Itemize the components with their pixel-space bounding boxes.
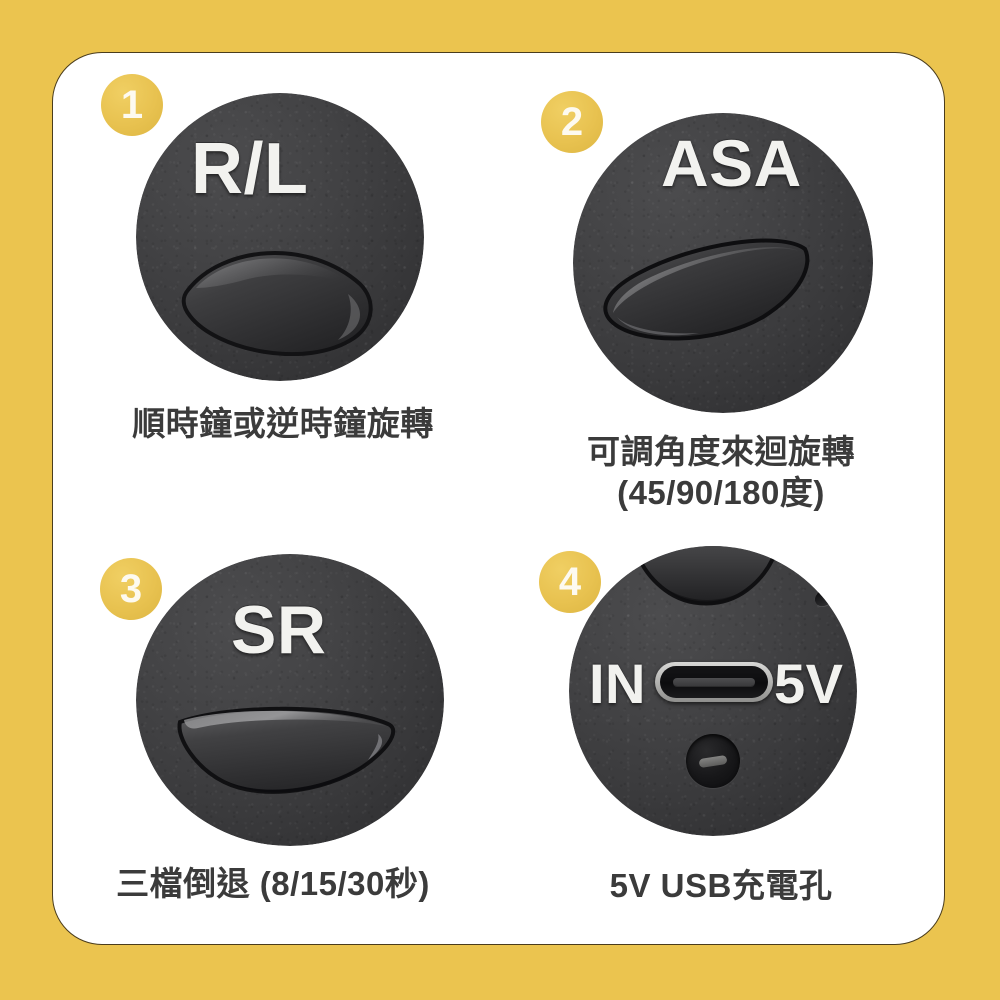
feature-3-photo: SR (136, 554, 444, 846)
rocker-switch-icon (172, 702, 402, 812)
engraved-label-sr: SR (231, 592, 327, 668)
engraved-label-rl: R/L (191, 129, 309, 209)
feature-3-caption: 三檔倒退 (8/15/30秒) (63, 863, 483, 904)
feature-2-badge: 2 (541, 91, 603, 153)
feature-2-photo: ASA (573, 113, 873, 413)
rocker-switch-icon (595, 225, 823, 343)
screw-slot (698, 754, 728, 768)
feature-1-caption: 順時鐘或逆時鐘旋轉 (83, 403, 483, 444)
feature-2-caption: 可調角度來迴旋轉 (45/90/180度) (511, 431, 931, 514)
rocker-switch-icon (178, 238, 386, 356)
feature-panel-4: IN 5V 4 5V USB充電孔 (521, 503, 941, 944)
caption-line: (45/90/180度) (617, 474, 825, 512)
feature-4-badge: 4 (539, 551, 601, 613)
feature-3-badge: 3 (100, 558, 162, 620)
feature-panel-1: R/L (83, 73, 483, 503)
usb-c-port-icon (655, 662, 773, 702)
caption-line: 可調角度來迴旋轉 (587, 433, 855, 470)
engraved-label-asa: ASA (661, 126, 802, 200)
screw-hole-icon (686, 734, 740, 788)
plastic-surface (136, 93, 424, 381)
feature-4-caption: 5V USB充電孔 (511, 865, 931, 906)
engraved-label-in: IN (589, 652, 646, 715)
engraved-label-5v: 5V (774, 652, 844, 715)
feature-panel-2: ASA (521, 61, 941, 531)
top-rocker-switch-icon (631, 546, 781, 620)
plastic-surface (573, 113, 873, 413)
feature-1-photo: R/L (136, 93, 424, 381)
plastic-surface (136, 554, 444, 846)
caption-line: 5V USB充電孔 (609, 867, 833, 904)
usb-c-cavity (660, 666, 768, 698)
content-card: R/L (52, 52, 945, 945)
usb-c-tongue (672, 677, 756, 687)
caption-line: 三檔倒退 (8/15/30秒) (116, 865, 430, 902)
feature-4-photo: IN 5V (569, 546, 857, 836)
caption-line: 順時鐘或逆時鐘旋轉 (132, 405, 434, 442)
feature-panel-3: SR (83, 503, 503, 944)
feature-1-badge: 1 (101, 74, 163, 136)
